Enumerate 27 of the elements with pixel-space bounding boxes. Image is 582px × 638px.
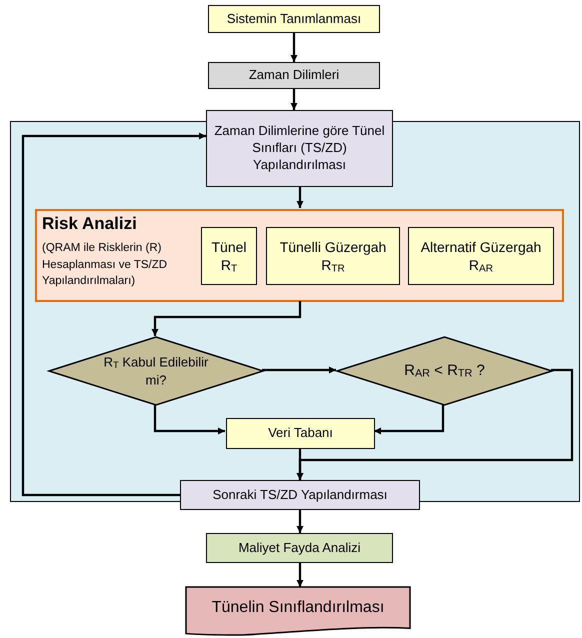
arrow [290, 33, 298, 62]
process-box: Alternatif Güzergah R$_{AR}$ [408, 227, 554, 285]
arrow [296, 187, 304, 208]
group-panel [35, 209, 564, 302]
process-box: Sonraki TS/ZD Yapılandırması [180, 480, 420, 510]
arrow [296, 510, 304, 533]
panel-heading: Risk Analizi [42, 214, 137, 234]
arrow [152, 301, 302, 336]
arrow [290, 89, 298, 110]
arrow [22, 132, 206, 496]
process-box: Maliyet Fayda Analizi [206, 533, 393, 563]
document-label: Tünelin Sınıflandırılması [210, 598, 386, 618]
process-box: Tünel R$_{T}$ [201, 227, 257, 285]
decision-label: R$_{AR}$ < R$_{TR}$ ? [403, 360, 486, 382]
arrow [296, 448, 304, 480]
arrow [262, 366, 336, 374]
arrow [296, 563, 304, 587]
process-box: Zaman Dilimleri [208, 62, 380, 89]
arrow [154, 404, 225, 434]
decision-label: R$_{T}$ Kabul Edilebilir mi? [102, 353, 210, 389]
group-panel [10, 121, 580, 502]
panel-description: (QRAM ile Risklerin (R) Hesaplanması ve TS/ZD Yapılandırılmaları) [42, 241, 168, 290]
process-box: Tünelli Güzergah R$_{TR}$ [266, 227, 400, 285]
process-box: Sistemin Tanımlanması [208, 5, 380, 33]
process-box: Zaman Dilimlerine göre Tünel Sınıfları (TS/ZD) Yapılandırılması [206, 110, 393, 187]
process-box: Veri Tabanı [226, 418, 375, 449]
arrow [374, 404, 444, 434]
